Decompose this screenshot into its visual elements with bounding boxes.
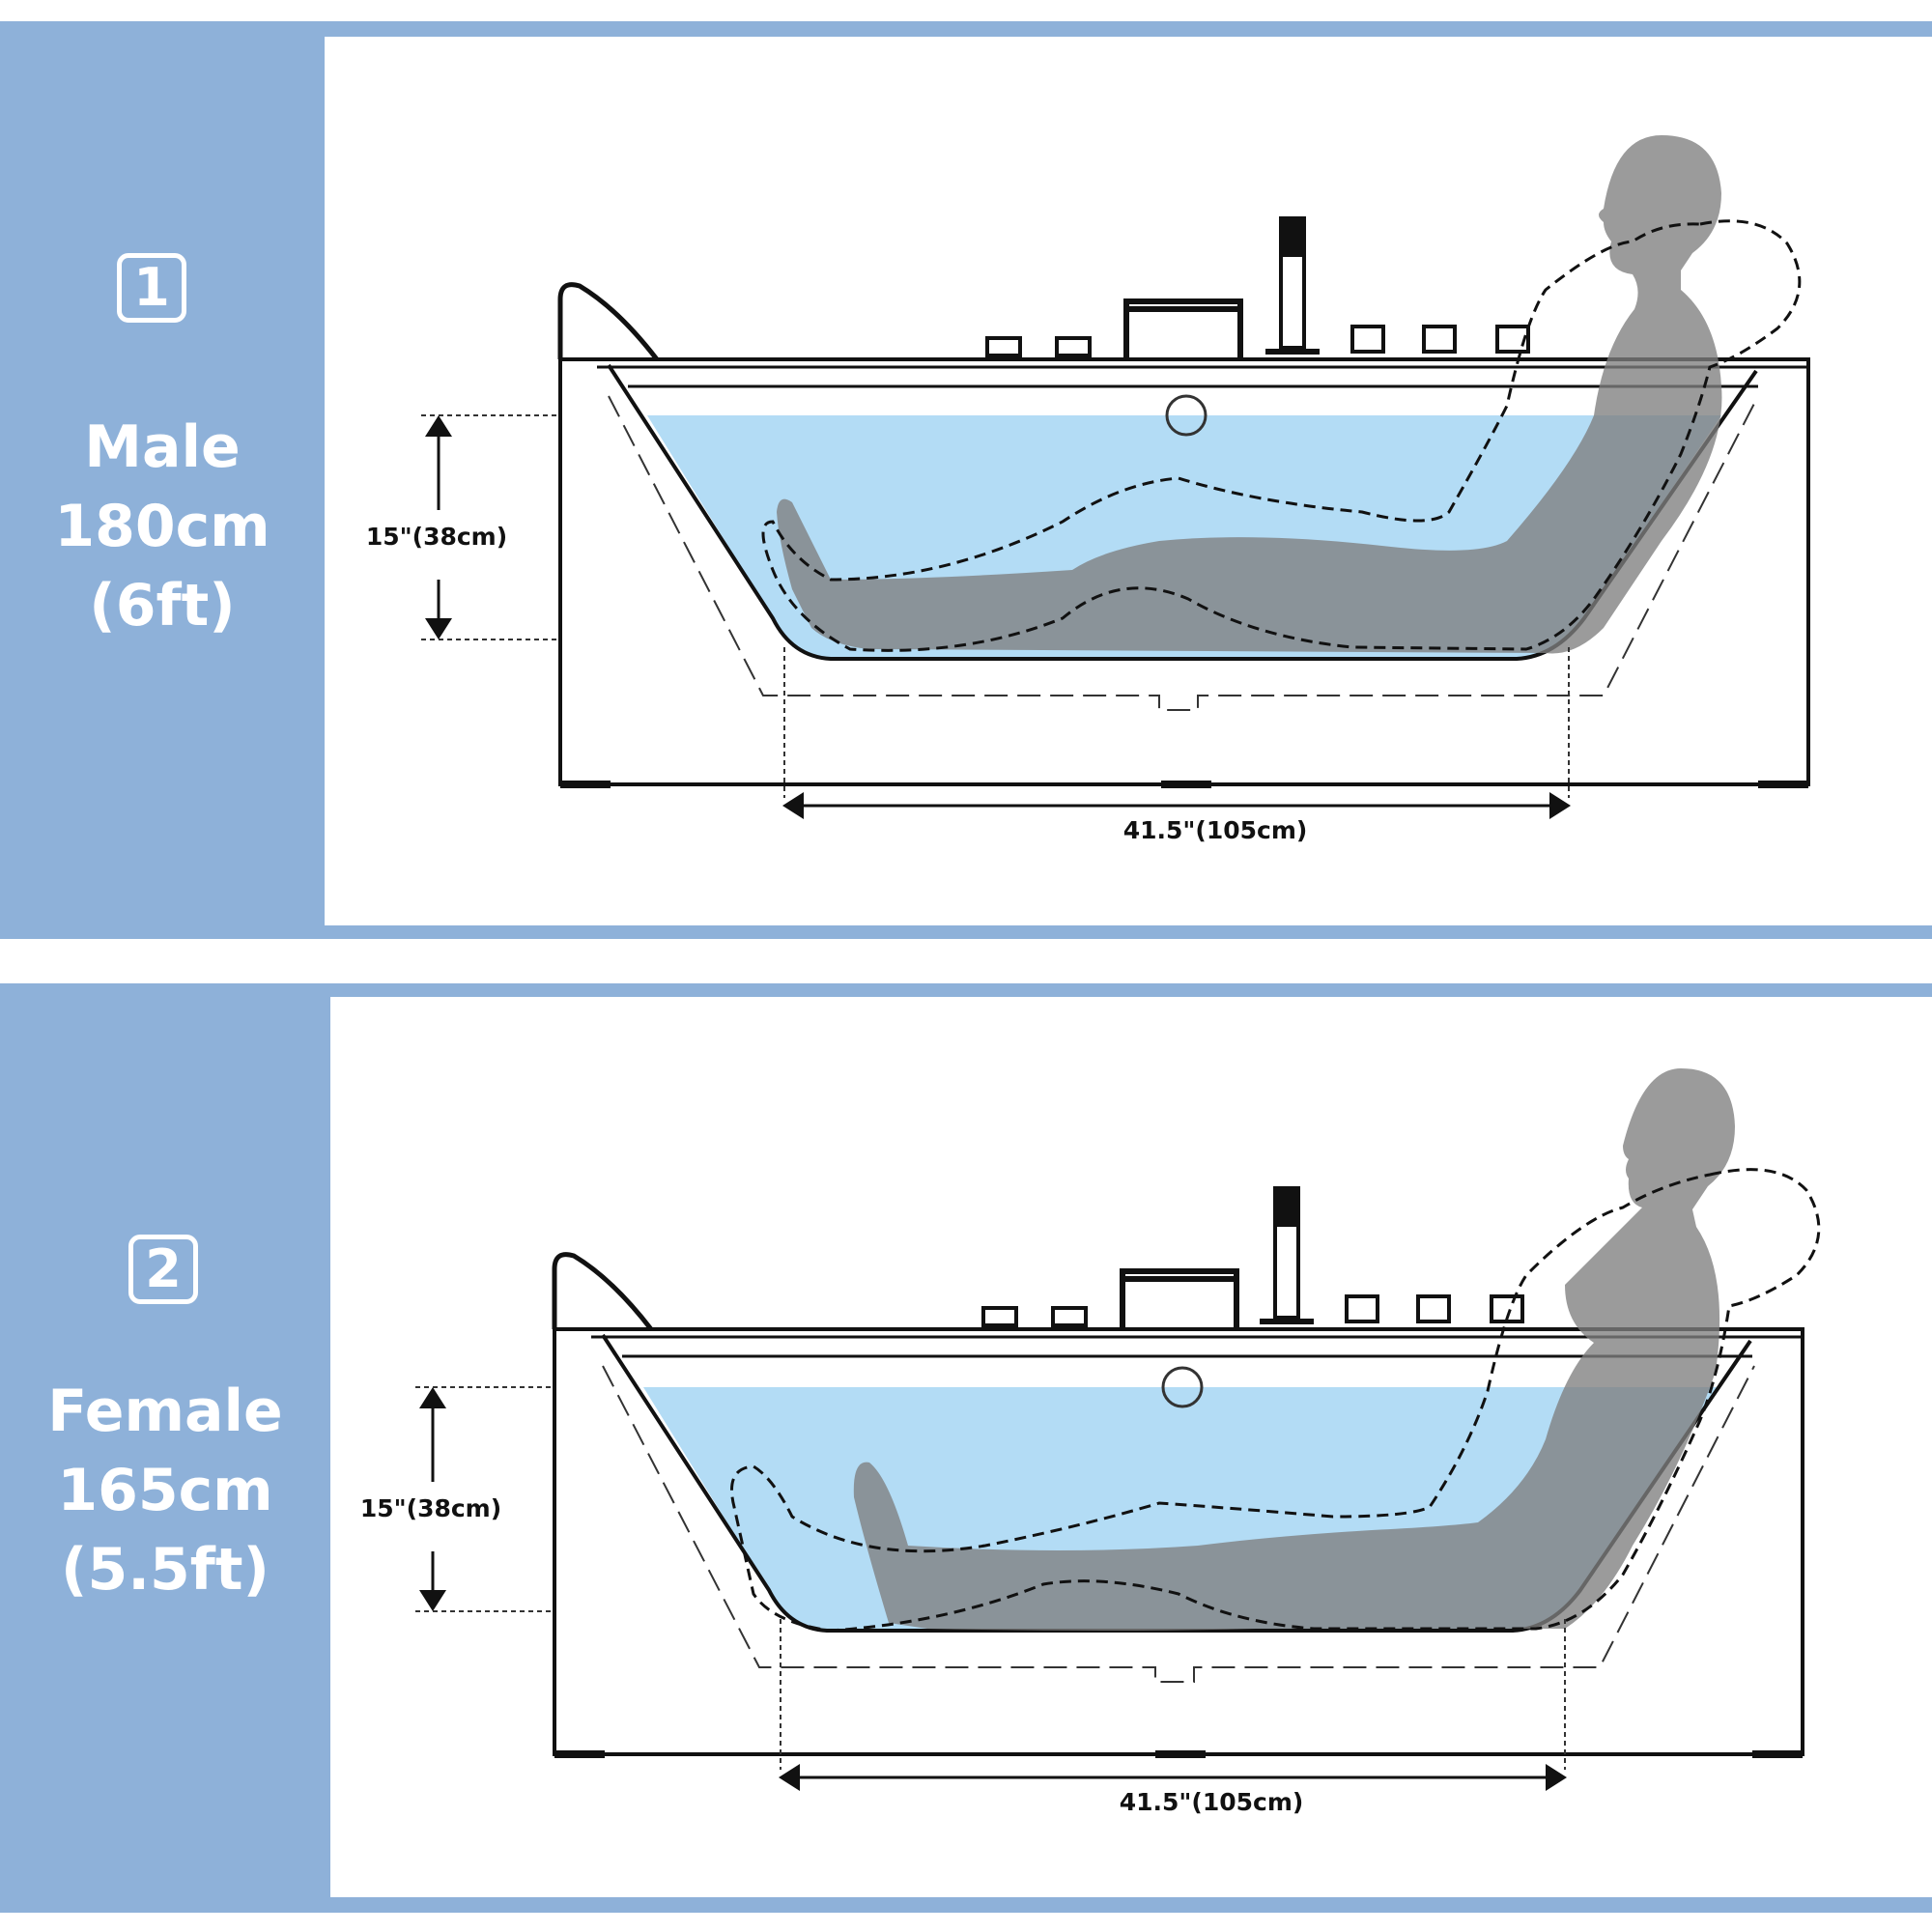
overflow-drain-icon xyxy=(1165,394,1208,437)
bathtub-diagram: 15"(38cm) 41.5"(105cm) xyxy=(360,1068,1821,1816)
tub-foot-right xyxy=(1758,781,1808,788)
faucet-handle-icon xyxy=(1422,325,1457,354)
headrest xyxy=(557,282,659,361)
person-silhouette xyxy=(777,135,1722,654)
panel-number-badge: 1 xyxy=(117,253,186,323)
person-outline-dashed xyxy=(761,219,1802,652)
faucet-handle-icon xyxy=(1490,1294,1524,1323)
height-imperial-label: (6ft) xyxy=(89,572,236,639)
faucet-handle-icon xyxy=(1416,1294,1451,1323)
panel-sidebar: 2 Female 165cm (5.5ft) xyxy=(0,983,330,1913)
panel-sidebar: 1 Male 180cm (6ft) xyxy=(0,21,325,939)
overflow-drain-icon xyxy=(1161,1366,1204,1408)
tub-foot-right xyxy=(1752,1750,1803,1758)
headrest xyxy=(552,1252,653,1331)
tub-foot-middle xyxy=(1155,1750,1206,1758)
hand-shower-head-icon xyxy=(1281,218,1304,257)
person-silhouette xyxy=(853,1068,1735,1631)
tub-shell-outline xyxy=(608,395,1759,711)
faucet-handle-icon xyxy=(1345,1294,1379,1323)
length-label: 41.5"(105cm) xyxy=(1123,816,1308,844)
gender-label: Male xyxy=(84,413,241,481)
control-knob-icon xyxy=(985,336,1022,357)
length-arrowhead-right xyxy=(1549,792,1571,819)
depth-arrowhead-down xyxy=(419,1590,446,1611)
tub-foot-left xyxy=(554,1750,605,1758)
depth-label: 15"(38cm) xyxy=(360,1494,501,1522)
person-outline-dashed xyxy=(730,1168,1821,1633)
height-metric-label: 180cm xyxy=(54,493,270,560)
faucet-handle-icon xyxy=(1350,325,1385,354)
depth-arrowhead-up xyxy=(425,415,452,437)
panel-number-badge: 2 xyxy=(128,1235,198,1304)
depth-arrowhead-up xyxy=(419,1387,446,1408)
person-label: Male 180cm (6ft) xyxy=(0,408,325,645)
tub-shell-outline xyxy=(602,1365,1755,1683)
control-knob-icon xyxy=(981,1306,1018,1327)
tub-foot-left xyxy=(560,781,611,788)
length-arrowhead-left xyxy=(782,792,804,819)
length-arrowhead-right xyxy=(1546,1764,1567,1791)
spout-icon xyxy=(1120,1268,1239,1327)
faucet-handle-icon xyxy=(1495,325,1530,354)
height-metric-label: 165cm xyxy=(57,1457,273,1524)
hand-shower-head-icon xyxy=(1275,1188,1298,1227)
bathtub-diagram: 15"(38cm) 41.5"(105cm) xyxy=(366,135,1810,844)
control-knob-icon xyxy=(1055,336,1092,357)
gender-label: Female xyxy=(47,1378,283,1445)
length-arrowhead-left xyxy=(779,1764,800,1791)
diagram-area: 15"(38cm) 41.5"(105cm) xyxy=(325,37,1932,925)
length-label: 41.5"(105cm) xyxy=(1120,1788,1304,1816)
diagram-area: 15"(38cm) 41.5"(105cm) xyxy=(330,997,1932,1897)
person-label: Female 165cm (5.5ft) xyxy=(0,1372,330,1609)
tub-foot-middle xyxy=(1161,781,1211,788)
spout-icon xyxy=(1123,298,1243,357)
control-knob-icon xyxy=(1051,1306,1088,1327)
comparison-panel-male: 1 Male 180cm (6ft) xyxy=(0,21,1932,939)
comparison-panel-female: 2 Female 165cm (5.5ft) xyxy=(0,983,1932,1913)
height-imperial-label: (5.5ft) xyxy=(61,1536,270,1604)
depth-label: 15"(38cm) xyxy=(366,523,507,551)
depth-arrowhead-down xyxy=(425,618,452,639)
